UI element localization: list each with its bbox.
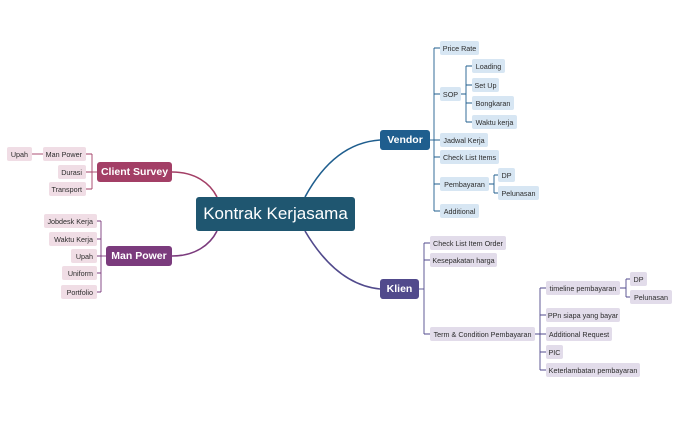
klien-timeline-pembayaran[interactable]: timeline pembayaran (546, 281, 620, 295)
klien-term-condition[interactable]: Term & Condition Pembayaran (430, 327, 535, 341)
client-survey-durasi[interactable]: Durasi (58, 165, 86, 179)
vendor-sop-loading[interactable]: Loading (472, 59, 505, 73)
klien-ppn[interactable]: PPn siapa yang bayar (546, 308, 620, 322)
klien-connectors (419, 242, 630, 371)
vendor-topic[interactable]: Vendor (380, 130, 430, 150)
klien-check-list-item-order[interactable]: Check List Item Order (430, 236, 506, 250)
vendor-sop-waktu-kerja[interactable]: Waktu kerja (472, 115, 517, 129)
branch-vendor-link (304, 139, 381, 198)
klien-kesepakatan-harga[interactable]: Kesepakatan harga (430, 253, 497, 267)
klien-timeline-pelunasan[interactable]: Pelunasan (630, 290, 672, 304)
vendor-pembayaran-pelunasan[interactable]: Pelunasan (498, 186, 539, 200)
klien-timeline-dp[interactable]: DP (630, 272, 647, 286)
client-survey-topic[interactable]: Client Survey (97, 162, 172, 182)
man-power-jobdesk-kerja[interactable]: Jobdesk Kerja (44, 214, 97, 228)
vendor-sop-setup[interactable]: Set Up (472, 78, 499, 92)
branch-client-survey-link (171, 171, 218, 198)
vendor-jadwal-kerja[interactable]: Jadwal Kerja (440, 133, 488, 147)
client-survey-man-power[interactable]: Man Power (43, 147, 86, 161)
man-power-connectors (97, 220, 106, 293)
klien-additional-request[interactable]: Additional Request (546, 327, 612, 341)
vendor-pembayaran-dp[interactable]: DP (498, 168, 515, 182)
vendor-additional[interactable]: Additional (440, 204, 479, 218)
vendor-check-list-items[interactable]: Check List Items (440, 150, 499, 164)
klien-topic[interactable]: Klien (380, 279, 419, 299)
man-power-uniform[interactable]: Uniform (62, 266, 97, 280)
vendor-connectors (430, 47, 498, 212)
client-survey-upah[interactable]: Upah (7, 147, 32, 161)
client-survey-connectors (32, 153, 97, 190)
klien-keterlambatan[interactable]: Keterlambatan pembayaran (546, 363, 640, 377)
man-power-portfolio[interactable]: Portfolio (61, 285, 97, 299)
branch-man-power-link (171, 230, 218, 257)
klien-pic[interactable]: PIC (546, 345, 563, 359)
man-power-upah[interactable]: Upah (71, 249, 97, 263)
branch-klien-link (304, 230, 381, 290)
vendor-sop[interactable]: SOP (440, 87, 461, 101)
man-power-topic[interactable]: Man Power (106, 246, 172, 266)
client-survey-transport[interactable]: Transport (49, 182, 86, 196)
vendor-price-rate[interactable]: Price Rate (440, 41, 479, 55)
man-power-waktu-kerja[interactable]: Waktu Kerja (49, 232, 97, 246)
vendor-pembayaran[interactable]: Pembayaran (440, 177, 489, 191)
vendor-sop-bongkaran[interactable]: Bongkaran (472, 96, 514, 110)
root-topic[interactable]: Kontrak Kerjasama (196, 197, 355, 231)
